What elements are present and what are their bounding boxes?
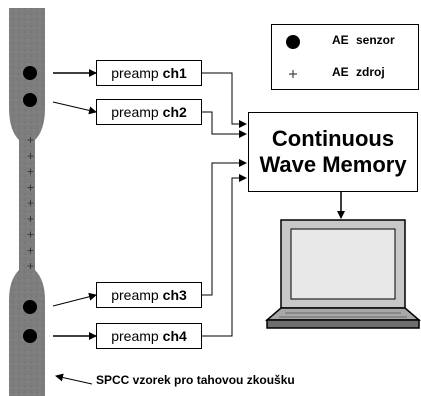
sensor-dot-1 (23, 66, 37, 80)
arrow-sensor2-preamp2 (52, 101, 97, 115)
legend-row-sensor: AE senzor (272, 27, 420, 55)
source-mark: + (27, 212, 34, 226)
filled-circle-icon (286, 35, 300, 49)
legend-sensor-label: AE senzor (332, 33, 395, 47)
connector-ch2 (202, 111, 247, 138)
source-mark: + (27, 243, 34, 257)
laptop-icon (264, 219, 421, 329)
source-mark: + (27, 228, 34, 242)
source-mark: + (27, 149, 34, 163)
preamp-label: preamp (111, 104, 159, 120)
preamp-channel: ch3 (162, 287, 187, 303)
source-marks: +++++++++ (27, 133, 34, 273)
plus-mark-icon (289, 70, 297, 78)
memory-title-line2: Wave Memory (259, 152, 407, 177)
preamp-label: preamp (111, 328, 159, 344)
specimen-caption: SPCC vzorek pro tahovou zkoušku (96, 373, 295, 387)
source-mark: + (27, 180, 34, 194)
preamp-label: preamp (111, 65, 159, 81)
arrow-specimen-caption (55, 373, 93, 385)
memory-title-line1: Continuous (271, 126, 395, 151)
preamp-label: preamp (111, 287, 159, 303)
preamp-channel: ch2 (162, 104, 187, 120)
preamp-channel: ch1 (162, 65, 187, 81)
sensor-dot-4 (23, 329, 37, 343)
connector-ch1 (202, 72, 247, 128)
source-mark: + (27, 259, 34, 273)
connector-ch4 (202, 174, 247, 337)
source-mark: + (27, 196, 34, 210)
sensor-dot-2 (23, 93, 37, 107)
legend: AE senzor AE zdroj (271, 24, 419, 90)
preamp-channel: ch4 (162, 328, 187, 344)
source-mark: + (27, 133, 34, 147)
arrow-sensor3-preamp3 (52, 292, 97, 307)
sensor-dot-3 (23, 300, 37, 314)
source-mark: + (27, 165, 34, 179)
specimen-bar (9, 8, 45, 396)
connector-ch3 (202, 159, 247, 296)
continuous-wave-memory-box: Continuous Wave Memory (248, 112, 418, 192)
legend-source-label: AE zdroj (332, 65, 385, 79)
legend-row-source: AE zdroj (272, 59, 420, 87)
